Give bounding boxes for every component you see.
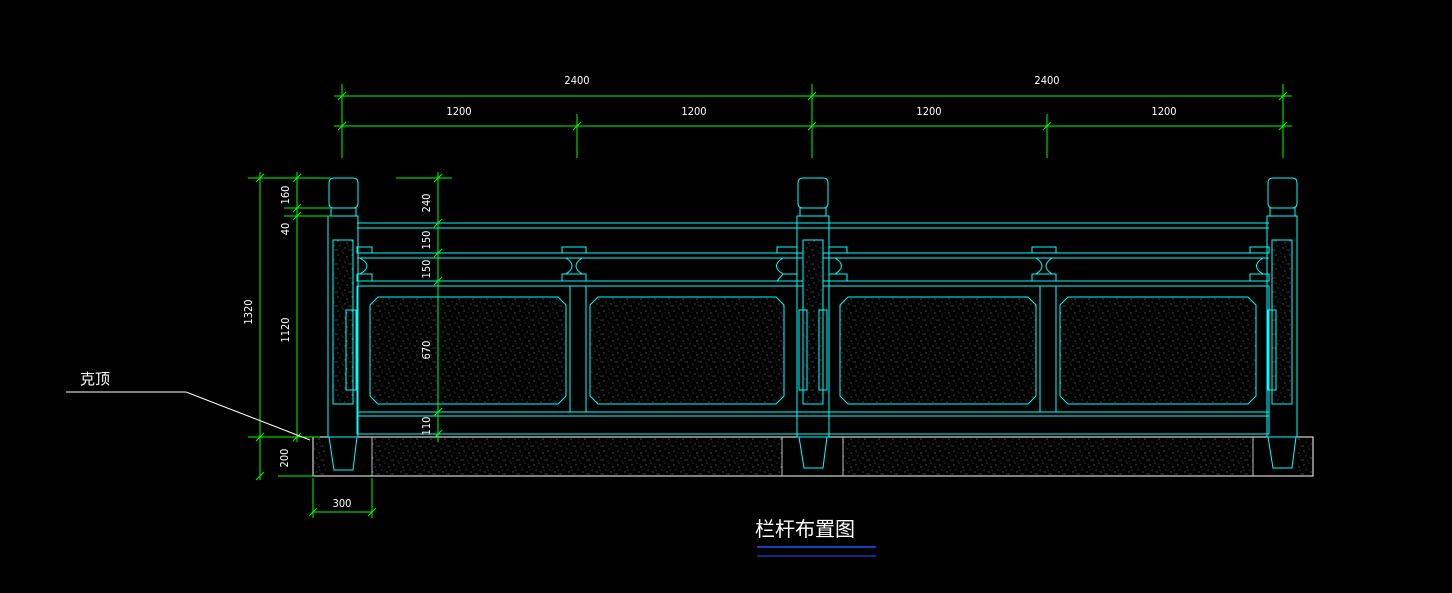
drawing-title-block: 栏杆布置图 xyxy=(755,517,876,557)
panel-4 xyxy=(1059,296,1257,405)
panel-3 xyxy=(839,296,1037,405)
left-dimensions xyxy=(248,172,452,518)
dim-middle-40: 40 xyxy=(279,223,292,236)
dim-middle-1120: 1120 xyxy=(279,317,292,342)
dim-bottom-300: 300 xyxy=(333,497,352,510)
dim-inner-670: 670 xyxy=(420,341,433,360)
baluster-2 xyxy=(1031,246,1057,282)
post-right xyxy=(1266,177,1298,469)
baluster-1 xyxy=(561,246,587,282)
post-left xyxy=(327,177,359,471)
dim-overall-1: 2400 xyxy=(564,74,589,87)
top-dimensions xyxy=(334,84,1292,158)
dim-overall-2: 2400 xyxy=(1034,74,1059,87)
dim-sub-3: 1200 xyxy=(916,105,941,118)
base-hatch-4 xyxy=(1298,438,1312,475)
baluster-3 xyxy=(356,246,373,282)
panel-2 xyxy=(589,296,785,405)
leader-label: 克顶 xyxy=(80,370,110,388)
post-middle xyxy=(796,177,830,469)
baluster-4 xyxy=(775,246,798,282)
base-hatch-2 xyxy=(843,438,1253,475)
base-hatch-1 xyxy=(372,438,782,475)
dim-inner-110: 110 xyxy=(420,417,433,436)
leader: 克顶 xyxy=(66,370,311,441)
dim-sub-2: 1200 xyxy=(681,105,706,118)
dim-middle-160: 160 xyxy=(279,186,292,205)
base-hatch-3 xyxy=(314,438,326,475)
dim-sub-1: 1200 xyxy=(446,105,471,118)
baluster-5 xyxy=(828,246,848,282)
drawing-title: 栏杆布置图 xyxy=(755,517,855,541)
dim-outer-1320: 1320 xyxy=(242,299,255,324)
left-dimension-labels: 1320 200 160 40 1120 240 150 150 670 110… xyxy=(242,186,433,510)
railing-elevation xyxy=(312,177,1314,477)
dim-outer-200: 200 xyxy=(278,449,291,468)
baluster-6 xyxy=(1249,246,1270,282)
dim-inner-150a: 150 xyxy=(420,231,433,250)
top-dimension-labels: 2400 2400 1200 1200 1200 1200 xyxy=(446,74,1176,118)
panel-1 xyxy=(369,296,567,405)
dim-sub-4: 1200 xyxy=(1151,105,1176,118)
dim-inner-240: 240 xyxy=(420,194,433,213)
dim-inner-150b: 150 xyxy=(420,260,433,279)
